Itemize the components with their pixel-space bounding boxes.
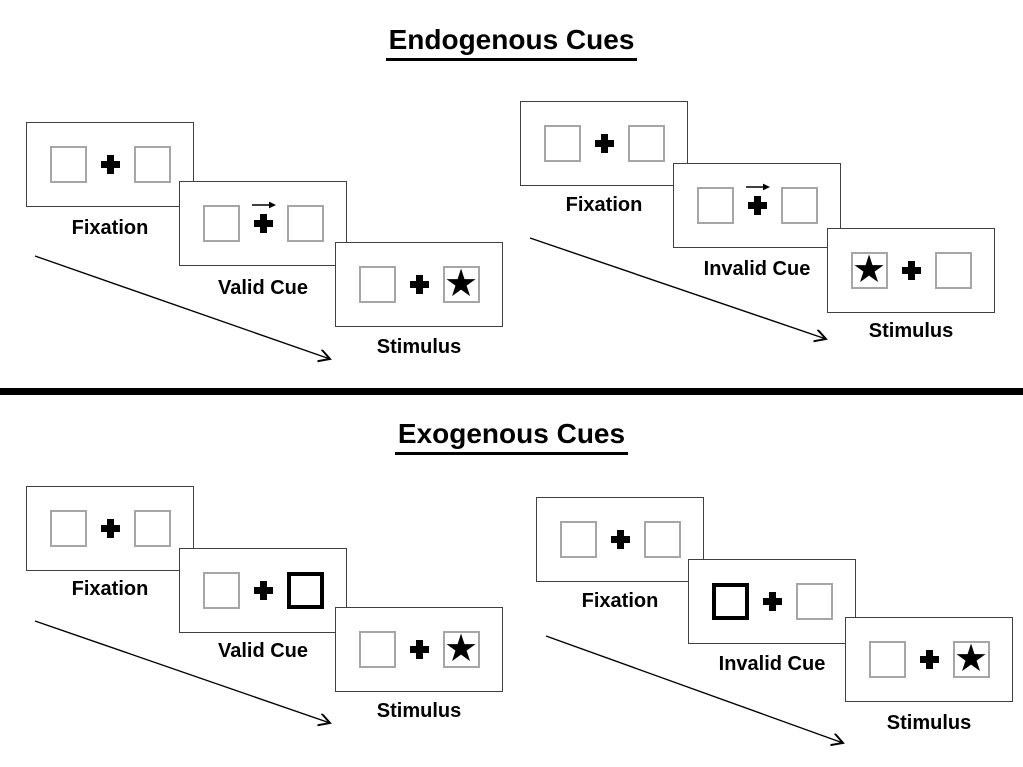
fixation-cross-icon [253,581,273,600]
fixation-cross-icon [409,275,429,294]
target-star-icon: ★ [953,636,989,680]
cue-panel [179,181,347,266]
right-box-highlighted [286,572,324,609]
right-box [133,510,171,547]
left-box-highlighted [711,583,749,620]
section-endogenous-header: Endogenous Cues [0,24,1023,61]
fixation-cross-icon [745,183,770,215]
left-box-target: ★ [850,247,888,291]
right-box [934,252,972,289]
fixation-cross-icon [762,592,782,611]
fixation-cross-icon [919,650,939,669]
right-box-target: ★ [442,626,480,670]
left-box [559,521,597,558]
panel-label: Fixation [565,194,643,216]
fixation-cross-icon [610,530,630,549]
cue-panel [673,163,841,248]
fixation-panel [520,101,688,186]
timeline-arrow [529,237,826,339]
fixation-cross-icon [409,640,429,659]
stimulus-panel: ★ [335,607,503,692]
target-star-icon: ★ [443,261,479,305]
right-box-target: ★ [442,261,480,305]
fixation-cross-icon [100,155,120,174]
fixation-panel [26,122,194,207]
timeline-arrow [34,255,330,359]
left-box [696,187,734,224]
left-box [49,510,87,547]
left-box [202,572,240,609]
fixation-cross-icon [901,261,921,280]
stimulus-panel: ★ [827,228,995,313]
timeline-arrow [34,620,330,723]
cue-panel [688,559,856,644]
section-title: Endogenous Cues [385,24,638,61]
left-box [358,631,396,668]
panel-label: Valid Cue [217,277,309,299]
left-box [543,125,581,162]
stimulus-panel: ★ [845,617,1013,702]
right-arrow-cue-icon [745,183,770,191]
section-divider [0,388,1023,395]
left-box [868,641,906,678]
fixation-panel [536,497,704,582]
target-star-icon: ★ [851,247,887,291]
left-box [49,146,87,183]
left-box [358,266,396,303]
panel-label: Stimulus [886,712,972,734]
panel-label: Fixation [71,217,149,239]
panel-label: Invalid Cue [703,258,811,280]
fixation-cross-icon [251,201,276,233]
timeline-arrow [545,635,843,743]
section-title: Exogenous Cues [394,418,629,455]
panel-label: Fixation [71,578,149,600]
fixation-panel [26,486,194,571]
panel-label: Fixation [581,590,659,612]
panel-label: Stimulus [868,320,954,342]
right-box [643,521,681,558]
stimulus-panel: ★ [335,242,503,327]
left-box [202,205,240,242]
panel-label: Valid Cue [217,640,309,662]
panel-label: Invalid Cue [718,653,826,675]
right-box [795,583,833,620]
panel-label: Stimulus [376,336,462,358]
panel-label: Stimulus [376,700,462,722]
right-box [627,125,665,162]
fixation-cross-icon [594,134,614,153]
right-box-target: ★ [952,636,990,680]
target-star-icon: ★ [443,626,479,670]
right-box [133,146,171,183]
right-box [780,187,818,224]
right-box [286,205,324,242]
right-arrow-cue-icon [251,201,276,209]
section-exogenous-header: Exogenous Cues [0,418,1023,455]
fixation-cross-icon [100,519,120,538]
cue-panel [179,548,347,633]
